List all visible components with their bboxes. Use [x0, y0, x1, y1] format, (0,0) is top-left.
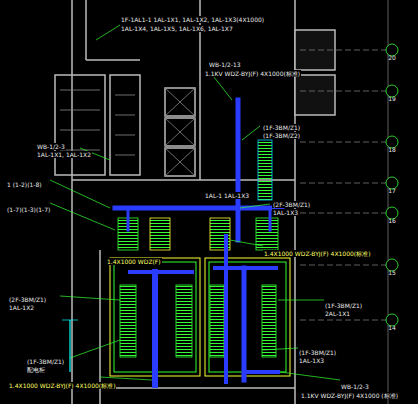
cable-note: (1F-3BM/Z1)	[324, 302, 363, 309]
cable-note: (1F-3BM/Z1)	[298, 349, 337, 356]
note-box: 2AL-1X1	[324, 302, 351, 320]
cable-note: 配电柜	[26, 366, 46, 373]
leader-lines	[50, 25, 340, 380]
cable-note: (1-7)(1-3)(1-7)	[6, 206, 51, 213]
note-box: 配电柜	[26, 358, 46, 376]
cabinets	[118, 140, 278, 357]
elevator-marks	[60, 88, 195, 176]
note-box: 1.4X1000 WDZ(F)	[106, 250, 162, 268]
note-box: 1F-1AL1-1 1AL-1X1, 1AL-1X2, 1AL-1X3(4X10…	[120, 8, 265, 26]
note-box: 1.4X1000 WDZ-BYJ(F) 4X1000(标准)	[8, 374, 116, 392]
cable-note: 1AL-1X3	[272, 209, 299, 216]
cable-note: 1F-1AL1-1 1AL-1X1, 1AL-1X2, 1AL-1X3(4X10…	[120, 16, 265, 23]
note-box: 1AL-1X3	[272, 201, 299, 219]
axis-label-box: 17	[386, 179, 398, 197]
cable-note: (1F-3BM/Z2)	[262, 132, 301, 139]
cable-note: 1.1KV WDZ-BYJ(F) 4X1000 (标准)	[300, 392, 399, 399]
axis-label-box: 18	[386, 138, 398, 156]
note-box: 1.1KV WDZ-BYJ(F) 4X1000(标准)	[204, 62, 301, 80]
cable-note: WB-1/2-3	[340, 383, 370, 390]
note-box: WB-1/2-3	[340, 375, 370, 393]
cable-note: 1AL-1 1AL-1X3	[204, 192, 250, 199]
note-box: 1AL-1X1, 1AL-1X2	[36, 143, 92, 161]
axis-label-box: 16	[386, 209, 398, 227]
switchgear-rooms	[110, 258, 290, 376]
cable-note: 1AL-1X3	[298, 357, 325, 364]
cable-note: WB-1/2-13	[208, 61, 242, 68]
axis-number: 15	[386, 269, 398, 276]
note-box: 1 (1-2)(1-8)	[6, 173, 43, 191]
cable-note: 1AL-1X1, 1AL-1X2	[36, 151, 92, 158]
cable-note: 1AL-1X4, 1AL-1X5, 1AL-1X6, 1AL-1X7	[120, 25, 234, 32]
note-box: 1AL-1X3	[298, 349, 325, 367]
axis-bubbles	[386, 44, 398, 326]
note-box: (1-7)(1-3)(1-7)	[6, 198, 51, 216]
cable-note: 1.4X1000 WDZ-BYJ(F) 4X1000(标准)	[263, 250, 371, 257]
axis-number: 17	[386, 187, 398, 194]
note-box: (1F-3BM/Z2)	[262, 124, 301, 142]
cable-note: 1.4X1000 WDZ-BYJ(F) 4X1000(标准)	[8, 382, 116, 389]
note-box: 1.4X1000 WDZ-BYJ(F) 4X1000(标准)	[263, 242, 371, 260]
cable-note: (2F-3BM/Z1)	[272, 201, 311, 208]
cable-note: 1AL-1X2	[8, 304, 35, 311]
axis-number: 20	[386, 54, 398, 61]
cable-note: 2AL-1X1	[324, 310, 351, 317]
note-box: 1AL-1 1AL-1X3	[204, 184, 250, 202]
axis-number: 19	[386, 95, 398, 102]
cable-note: (2F-3BM/Z1)	[8, 296, 47, 303]
note-box: 1.1KV WDZ-BYJ(F) 4X1000 (标准)	[300, 384, 399, 402]
cable-note: (1F-3BM/Z1)	[26, 358, 65, 365]
axis-number: 16	[386, 217, 398, 224]
grid-lines	[300, 0, 388, 404]
busbars	[115, 100, 282, 385]
axis-label-box: 15	[386, 261, 398, 279]
axis-number: 14	[386, 324, 398, 331]
cable-note: 1 (1-2)(1-8)	[6, 181, 43, 188]
axis-label-box: 20	[386, 46, 398, 64]
axis-label-box: 19	[386, 87, 398, 105]
axis-number: 18	[386, 146, 398, 153]
cable-note: WB-1/2-3	[36, 143, 66, 150]
cable-note: 1.1KV WDZ-BYJ(F) 4X1000(标准)	[204, 70, 301, 77]
note-box: WB-1/2-13	[208, 53, 242, 71]
note-box: 1AL-1X2	[8, 296, 35, 314]
cable-note: (1F-3BM/Z1)	[262, 124, 301, 131]
axis-label-box: 14	[386, 316, 398, 334]
cable-note: 1.4X1000 WDZ(F)	[106, 258, 162, 265]
note-box: 1AL-1X4, 1AL-1X5, 1AL-1X6, 1AL-1X7	[120, 17, 234, 35]
